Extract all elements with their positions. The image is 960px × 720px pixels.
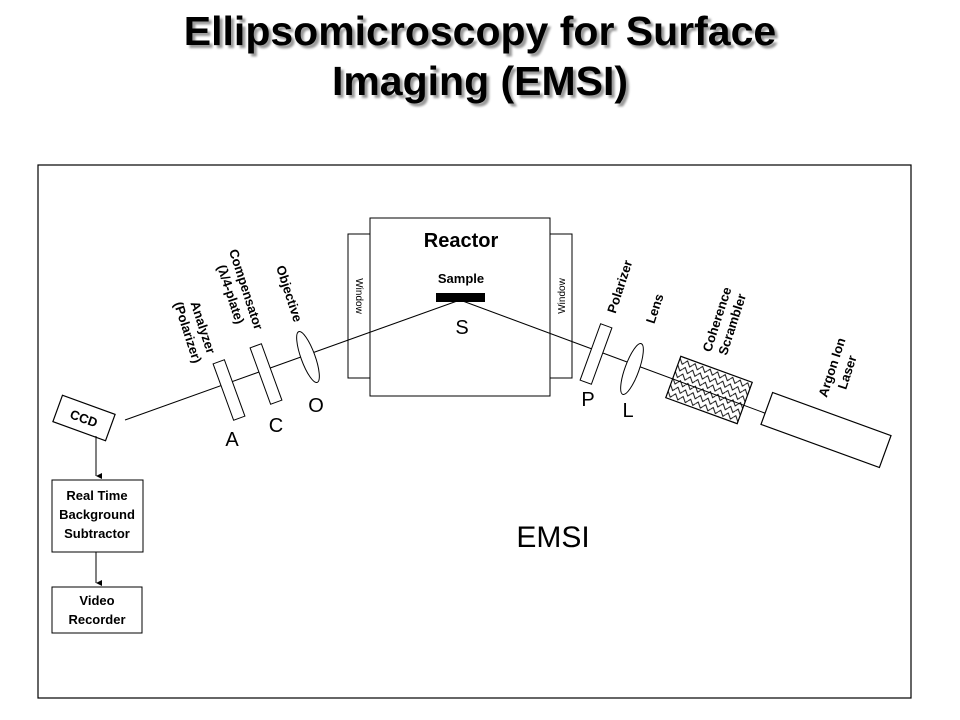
analyzer-element [212, 359, 246, 421]
laser-label: Argon Ion Laser [815, 336, 859, 399]
coupling-lens [620, 343, 644, 395]
argon-ion-laser [760, 391, 892, 469]
objective-label: Objective [273, 263, 305, 323]
window-right-label: Window [557, 277, 568, 313]
recorder-box [51, 586, 143, 634]
subtractor-line2: Background [59, 507, 135, 522]
scrambler-label: Coherence Scrambler [699, 285, 749, 357]
diagram-frame [37, 164, 912, 699]
letter-p: P [581, 389, 594, 411]
subtractor-line1: Real Time [66, 488, 127, 503]
analyzer-label: Analyzer (Polarizer) [171, 299, 219, 365]
reactor-label: Reactor [424, 230, 499, 252]
ccd-camera: CCD [52, 394, 116, 442]
letter-c: C [269, 415, 283, 437]
compensator-element [249, 343, 283, 405]
letter-l: L [622, 400, 633, 422]
recorder-line1: Video [79, 593, 114, 608]
objective-lens [296, 331, 320, 383]
compensator-label: Compensator (λ/4-plate) [214, 247, 266, 331]
polarizer-element [579, 323, 613, 385]
letter-o: O [308, 395, 324, 417]
subtractor-box [51, 479, 144, 553]
beam-reflected [124, 299, 461, 421]
polarizer-label: Polarizer [604, 258, 635, 315]
letter-a: A [225, 429, 239, 451]
recorder-line2: Recorder [68, 612, 125, 627]
window-left-label: Window [353, 278, 364, 314]
sample-letter: S [455, 317, 468, 339]
reactor-box [369, 217, 551, 397]
sample-label: Sample [438, 271, 484, 286]
subtractor-line3: Subtractor [64, 526, 130, 541]
sample-icon [436, 293, 485, 302]
title-line-2: Imaging (EMSI) [331, 58, 629, 104]
emsi-caption: EMSI [516, 521, 589, 554]
lens-label: Lens [643, 292, 667, 325]
slide-title: Ellipsomicroscopy for Surface Imaging (E… [0, 6, 960, 106]
coherence-scrambler [664, 355, 754, 425]
title-line-1: Ellipsomicroscopy for Surface [183, 8, 777, 54]
